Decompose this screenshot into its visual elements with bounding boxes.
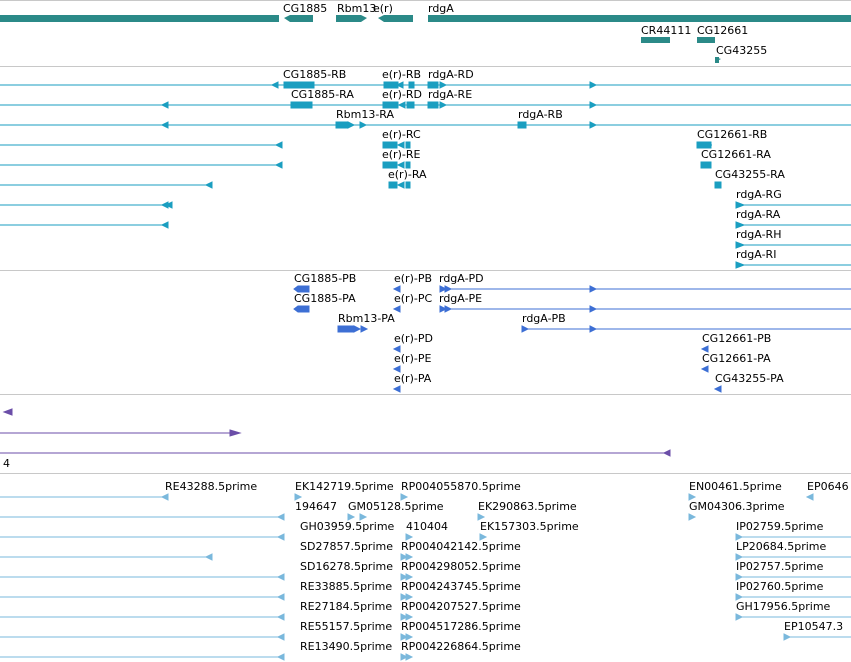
est-track-label[interactable]: EP10547.3	[784, 620, 843, 633]
transcript-track-label[interactable]: rdgA-RG	[736, 188, 782, 201]
est-track-label[interactable]: RE55157.5prime	[300, 620, 392, 633]
est-track-label[interactable]: 194647	[295, 500, 337, 513]
transcript-track-label[interactable]: rdgA-RE	[428, 88, 472, 101]
protein-track-label[interactable]: Rbm13-PA	[338, 312, 395, 325]
transcript-track-label[interactable]: e(r)-RD	[382, 88, 422, 101]
transcript-track-label[interactable]: rdgA-RB	[518, 108, 563, 121]
protein-track-label[interactable]: e(r)-PB	[394, 272, 432, 285]
transcript-track-label[interactable]: rdgA-RI	[736, 248, 776, 261]
est-track-label[interactable]: RP004517286.5prime	[401, 620, 521, 633]
transcript-track-label[interactable]: CG12661-RB	[697, 128, 767, 141]
est-track-label[interactable]: RP004298052.5prime	[401, 560, 521, 573]
transcript-track-label[interactable]: CG1885-RB	[283, 68, 346, 81]
gene-track-label[interactable]: CG43255	[716, 44, 767, 57]
est-track-label[interactable]: EK142719.5prime	[295, 480, 394, 493]
transcript-track-label[interactable]: e(r)-RE	[382, 148, 420, 161]
protein-track-features[interactable]	[293, 285, 851, 393]
gene-track-label[interactable]: rdgA	[428, 2, 454, 15]
protein-track-label[interactable]: rdgA-PB	[522, 312, 566, 325]
est-track-label[interactable]: RP004055870.5prime	[401, 480, 521, 493]
protein-track-label[interactable]: CG12661-PA	[702, 352, 771, 365]
est-track-label[interactable]: RP004042142.5prime	[401, 540, 521, 553]
est-track-label[interactable]: GM04306.3prime	[689, 500, 785, 513]
est-track-label[interactable]: RE13490.5prime	[300, 640, 392, 653]
gene-track-label[interactable]: CR44111	[641, 24, 691, 37]
protein-track-label[interactable]: CG12661-PB	[702, 332, 771, 345]
transcript-track-label[interactable]: e(r)-RA	[388, 168, 427, 181]
est-track-label[interactable]: GM05128.5prime	[348, 500, 444, 513]
est-track-label[interactable]: EN00461.5prime	[689, 480, 782, 493]
transcript-track-label[interactable]: CG12661-RA	[701, 148, 771, 161]
est-track-label[interactable]: RP004226864.5prime	[401, 640, 521, 653]
est-track-label[interactable]: RE27184.5prime	[300, 600, 392, 613]
est-track-label[interactable]: RP004207527.5prime	[401, 600, 521, 613]
est-track-label[interactable]: GH03959.5prime	[300, 520, 395, 533]
est-track-label[interactable]: RE43288.5prime	[165, 480, 257, 493]
gene-track-label[interactable]: Rbm13	[337, 2, 376, 15]
protein-track-label[interactable]: CG1885-PA	[294, 292, 356, 305]
est-track-label[interactable]: EK157303.5prime	[480, 520, 579, 533]
protein-track-label[interactable]: e(r)-PA	[394, 372, 432, 385]
transcript-track-label[interactable]: e(r)-RC	[382, 128, 421, 141]
transcript-track-features[interactable]	[0, 81, 851, 269]
protein-track-label[interactable]: rdgA-PE	[439, 292, 482, 305]
est-track-label[interactable]: LP20684.5prime	[736, 540, 827, 553]
transcript-track-label[interactable]: e(r)-RB	[382, 68, 421, 81]
est-track-label[interactable]: SD16278.5prime	[300, 560, 393, 573]
transcript-track-label[interactable]: CG1885-RA	[291, 88, 354, 101]
purple-track-features[interactable]	[0, 408, 671, 457]
purple-track-label[interactable]: 4	[3, 457, 10, 470]
gene-track-label[interactable]: CG1885	[283, 2, 327, 15]
est-track-label[interactable]: EP0646	[807, 480, 849, 493]
transcript-track-label[interactable]: Rbm13-RA	[336, 108, 395, 121]
est-track-label[interactable]: RP004243745.5prime	[401, 580, 521, 593]
transcript-track-label[interactable]: rdgA-RH	[736, 228, 781, 241]
est-track-label[interactable]: IP02760.5prime	[736, 580, 824, 593]
protein-track-label[interactable]: e(r)-PC	[394, 292, 432, 305]
est-track-features[interactable]	[0, 493, 851, 661]
track-separators	[0, 0, 851, 474]
protein-track-label[interactable]: CG43255-PA	[715, 372, 784, 385]
gene-track-features[interactable]	[0, 15, 851, 63]
est-track-label[interactable]: SD27857.5prime	[300, 540, 393, 553]
transcript-track-label[interactable]: CG43255-RA	[715, 168, 785, 181]
est-track-label[interactable]: 410404	[406, 520, 448, 533]
gene-track-label[interactable]: CG12661	[697, 24, 748, 37]
protein-track-label[interactable]: e(r)-PE	[394, 352, 431, 365]
est-track-label[interactable]: IP02759.5prime	[736, 520, 824, 533]
est-track-label[interactable]: GH17956.5prime	[736, 600, 831, 613]
gene-track-label[interactable]: e(r)	[373, 2, 393, 15]
est-track-label[interactable]: IP02757.5prime	[736, 560, 824, 573]
protein-track-label[interactable]: CG1885-PB	[294, 272, 356, 285]
protein-track-label[interactable]: e(r)-PD	[394, 332, 433, 345]
est-track-label[interactable]: RE33885.5prime	[300, 580, 392, 593]
est-track-label[interactable]: EK290863.5prime	[478, 500, 577, 513]
transcript-track-label[interactable]: rdgA-RA	[736, 208, 781, 221]
protein-track-label[interactable]: rdgA-PD	[439, 272, 484, 285]
transcript-track-label[interactable]: rdgA-RD	[428, 68, 474, 81]
